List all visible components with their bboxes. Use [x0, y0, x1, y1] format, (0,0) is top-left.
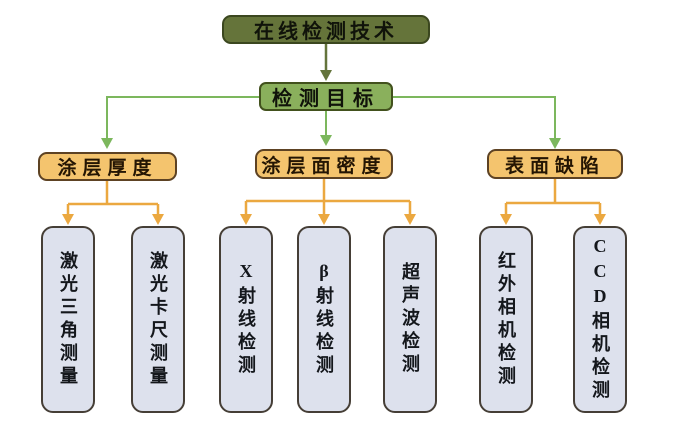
- leaf-ccd-camera-detection: CCD相机检测: [573, 226, 627, 413]
- node-coating-thickness: 涂层厚度: [38, 152, 177, 181]
- leaf-infrared-camera-detection: 红外相机检测: [479, 226, 533, 413]
- arrow-target-to-defects: [393, 96, 556, 139]
- leaf-label: X射线检测: [236, 261, 256, 378]
- node-detection-target: 检测目标: [259, 82, 393, 111]
- arrows-density-children: [244, 179, 412, 215]
- node-surface-defects: 表面缺陷: [487, 149, 623, 179]
- leaf-laser-caliper: 激光卡尺测量: [131, 226, 185, 413]
- leaf-label: 激光卡尺测量: [148, 250, 168, 389]
- node-root-online-detection-tech: 在线检测技术: [222, 15, 430, 44]
- leaf-label: CCD相机检测: [590, 236, 610, 403]
- leaf-x-ray-detection: X射线检测: [219, 226, 273, 413]
- leaf-label: β射线检测: [314, 261, 334, 378]
- node-coating-areal-density: 涂层面密度: [255, 149, 393, 179]
- leaf-ultrasonic-detection: 超声波检测: [383, 226, 437, 413]
- leaf-label: 红外相机检测: [496, 250, 516, 389]
- arrows-thickness-children: [66, 181, 160, 215]
- arrows-defects-children: [504, 179, 602, 215]
- leaf-beta-ray-detection: β射线检测: [297, 226, 351, 413]
- leaf-laser-triangulation: 激光三角测量: [41, 226, 95, 413]
- leaf-label: 激光三角测量: [58, 250, 78, 389]
- leaf-label: 超声波检测: [400, 262, 420, 377]
- arrow-target-to-thickness: [106, 96, 259, 139]
